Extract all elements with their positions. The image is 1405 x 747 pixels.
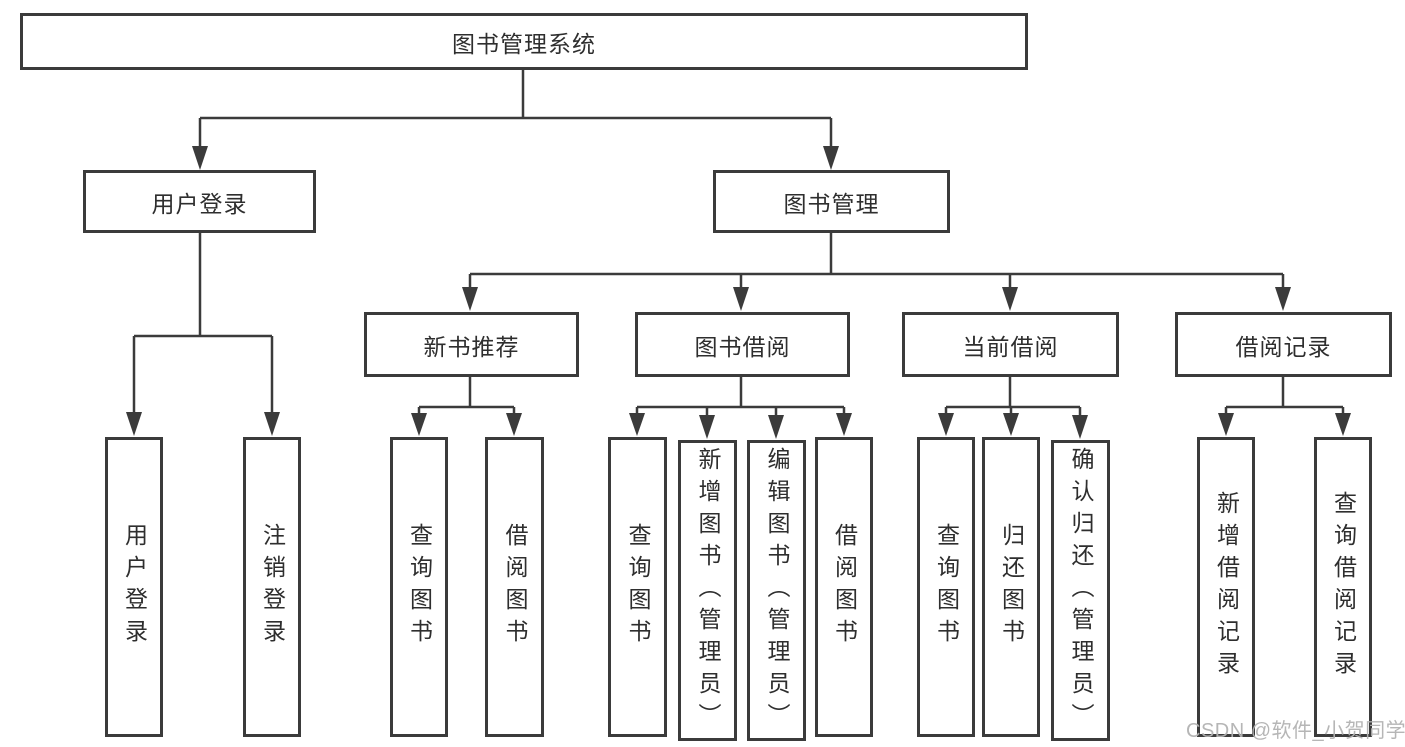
leaf-query-books-recommend: 查询图书 (390, 437, 448, 737)
leaf-borrow-books-label: 借阅图书 (831, 523, 858, 651)
leaf-query-books-borrow-label: 查询图书 (625, 523, 651, 651)
arrowheads-level3 (462, 287, 1291, 311)
arrowheads-level2 (192, 146, 839, 170)
node-new-book-recommend: 新书推荐 (364, 312, 579, 377)
connector-book-management-to-level3 (468, 233, 1285, 288)
connector-book-borrow-to-leaves (635, 377, 846, 416)
leaf-edit-books-admin-label: 编辑图书（管理员） (764, 446, 790, 735)
connector-root-to-level2 (198, 70, 833, 147)
leaf-add-books-admin: 新增图书（管理员） (678, 440, 737, 741)
leaf-confirm-return-admin-label: 确认归还（管理员） (1068, 446, 1094, 735)
leaf-confirm-return-admin: 确认归还（管理员） (1051, 440, 1110, 741)
node-current-borrow: 当前借阅 (902, 312, 1119, 377)
leaf-return-books: 归还图书 (982, 437, 1040, 737)
node-user-login: 用户登录 (83, 170, 316, 233)
leaf-query-books-borrow: 查询图书 (608, 437, 667, 737)
watermark: CSDN @软件_小贺同学 (1186, 720, 1405, 742)
leaf-return-books-label: 归还图书 (998, 523, 1025, 651)
arrowheads-book-borrow (629, 413, 852, 439)
node-borrow-records: 借阅记录 (1175, 312, 1392, 377)
leaf-edit-books-admin: 编辑图书（管理员） (747, 440, 806, 741)
node-book-management: 图书管理 (713, 170, 950, 233)
node-root: 图书管理系统 (20, 13, 1028, 70)
arrowheads-borrow-records (1218, 413, 1351, 436)
arrowheads-current-borrow (938, 413, 1088, 439)
leaf-query-borrow-record-label: 查询借阅记录 (1330, 491, 1357, 683)
leaf-query-books-current-label: 查询图书 (933, 523, 960, 651)
leaf-add-borrow-record-label: 新增借阅记录 (1213, 491, 1240, 683)
leaf-query-books-recommend-label: 查询图书 (406, 523, 433, 651)
leaf-user-login: 用户登录 (105, 437, 163, 737)
leaf-query-borrow-record: 查询借阅记录 (1314, 437, 1372, 737)
leaf-borrow-books: 借阅图书 (815, 437, 873, 737)
leaf-borrow-books-recommend: 借阅图书 (485, 437, 544, 737)
connector-new-book-recommend-to-leaves (417, 377, 516, 414)
leaf-user-login-label: 用户登录 (121, 523, 148, 651)
connector-user-login-to-leaves (132, 233, 274, 413)
arrowheads-new-book-recommend (411, 413, 522, 436)
node-book-borrow: 图书借阅 (635, 312, 850, 377)
connector-borrow-records-to-leaves (1224, 377, 1345, 414)
leaf-query-books-current: 查询图书 (917, 437, 975, 737)
leaf-add-books-admin-label: 新增图书（管理员） (695, 446, 721, 735)
leaf-logout-label: 注销登录 (259, 523, 286, 651)
connector-current-borrow-to-leaves (944, 377, 1082, 416)
leaf-logout: 注销登录 (243, 437, 301, 737)
leaf-add-borrow-record: 新增借阅记录 (1197, 437, 1255, 737)
leaf-borrow-books-recommend-label: 借阅图书 (502, 523, 528, 651)
arrowheads-user-login-leaves (126, 412, 280, 436)
